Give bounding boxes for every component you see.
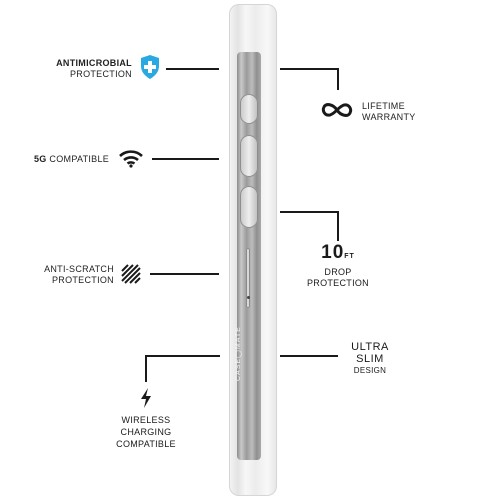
side-slot — [246, 248, 250, 308]
antimicrobial-title: ANTIMICROBIAL — [56, 58, 132, 68]
wireless-line2: CHARGING — [120, 427, 172, 437]
shield-plus-icon — [141, 55, 159, 79]
wireless-label: WIRELESS CHARGING COMPATIBLE — [106, 414, 186, 450]
drop-number: 10 — [321, 242, 345, 263]
wifi-signal-icon — [119, 150, 143, 168]
antimicrobial-label: ANTIMICROBIAL PROTECTION — [50, 58, 132, 80]
slim-label: ULTRA SLIM DESIGN — [345, 341, 395, 376]
antimicrobial-connector — [166, 68, 219, 70]
wireless-connector-h — [145, 355, 220, 357]
fiveg-label: 5G COMPATIBLE — [34, 154, 109, 165]
wireless-line1: WIRELESS — [121, 415, 171, 425]
slim-line3: DESIGN — [353, 366, 387, 375]
drop-connector-v — [337, 211, 339, 241]
drop-line2: PROTECTION — [306, 278, 369, 288]
fiveg-connector — [152, 158, 219, 160]
lifetime-line1: LIFETIME — [362, 101, 405, 111]
mute-switch — [240, 94, 258, 124]
antimicrobial-subtitle: PROTECTION — [69, 69, 132, 79]
drop-unit: FT — [344, 253, 355, 260]
fiveg-rest: COMPATIBLE — [49, 154, 110, 164]
drop-line1: DROP — [324, 267, 352, 277]
brand-logo: CASE◯MATE — [235, 326, 242, 381]
antiscratch-connector — [150, 273, 219, 275]
drop-label: 10FT DROP PROTECTION — [303, 243, 373, 289]
antiscratch-line1: ANTI-SCRATCH — [44, 264, 114, 274]
volume-down-button — [240, 186, 258, 228]
fiveg-bold: 5G — [34, 154, 47, 164]
lifetime-line2: WARRANTY — [362, 112, 416, 122]
lifetime-connector-h — [280, 68, 338, 70]
side-dot — [247, 296, 250, 299]
slim-connector — [280, 355, 338, 357]
lightning-bolt-icon — [141, 388, 151, 408]
volume-up-button — [240, 135, 258, 177]
antiscratch-label: ANTI-SCRATCH PROTECTION — [28, 264, 114, 286]
slim-line1: ULTRA — [351, 341, 389, 353]
antiscratch-line2: PROTECTION — [51, 275, 114, 285]
drop-big-row: 10FT — [303, 243, 373, 267]
wireless-line3: COMPATIBLE — [116, 439, 176, 449]
infinity-icon — [321, 103, 353, 117]
scratch-icon — [121, 264, 141, 284]
lifetime-label: LIFETIME WARRANTY — [362, 101, 416, 123]
drop-connector-h — [280, 211, 338, 213]
slim-line2: SLIM — [356, 353, 384, 365]
wireless-connector-v — [145, 355, 147, 382]
lifetime-connector-v — [337, 68, 339, 90]
